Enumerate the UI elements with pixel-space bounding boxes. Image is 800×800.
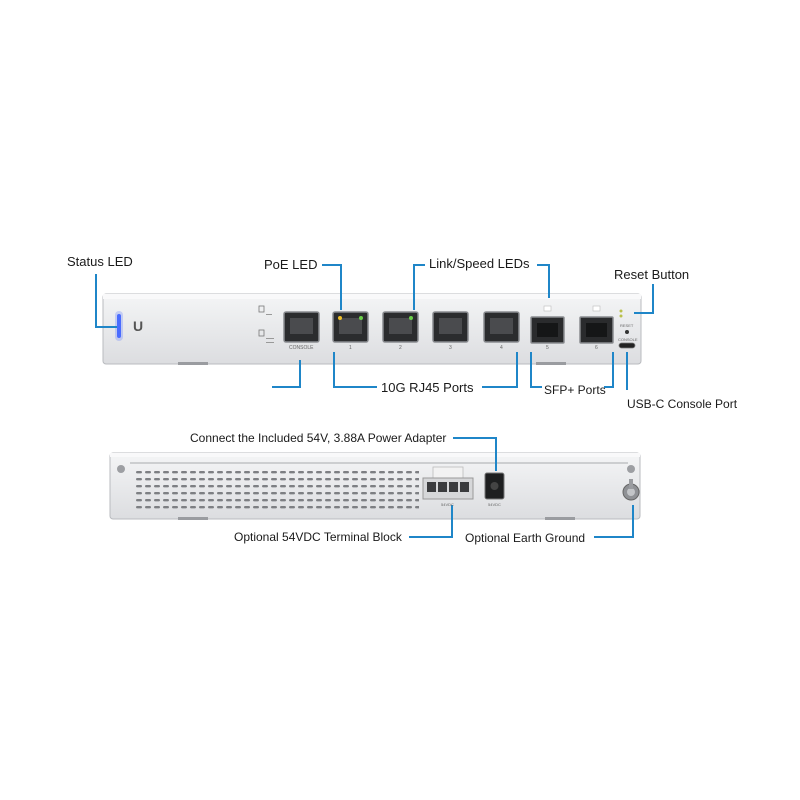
label-usbc-console: USB-C Console Port xyxy=(627,397,738,411)
sfp-port-6[interactable] xyxy=(579,305,614,344)
usbc-port[interactable] xyxy=(618,342,636,349)
terminal-block-text: 54VDC xyxy=(441,502,454,507)
leader-poe-led xyxy=(322,264,342,266)
label-power-adapter: Connect the Included 54V, 3.88A Power Ad… xyxy=(190,431,447,445)
leader-status-led xyxy=(95,274,97,328)
leader-sfp xyxy=(530,352,532,388)
rj45-port-console[interactable] xyxy=(283,311,320,343)
rj45-port-3[interactable] xyxy=(432,311,469,343)
rj45-port-4[interactable] xyxy=(483,311,520,343)
label-terminal-block: Optional 54VDC Terminal Block xyxy=(234,530,402,544)
logo: U xyxy=(133,318,144,334)
poe-led xyxy=(338,316,342,320)
port-label-4: 4 xyxy=(500,345,503,351)
port-label-2: 2 xyxy=(399,345,402,351)
terminal-block[interactable] xyxy=(422,466,474,500)
leader-rj45 xyxy=(333,352,335,388)
status-led xyxy=(117,314,121,338)
dc-jack-text: 54VDC xyxy=(488,502,501,507)
rear-panel xyxy=(109,452,641,520)
console-text: CONSOLE xyxy=(618,337,638,342)
sfp-port-5[interactable] xyxy=(530,305,565,344)
label-sfp-ports: SFP+ Ports xyxy=(544,383,606,397)
label-earth-ground: Optional Earth Ground xyxy=(465,531,586,545)
vent-grille xyxy=(136,470,419,509)
leader-reset xyxy=(652,284,654,314)
label-link-speed-leds: Link/Speed LEDs xyxy=(429,256,530,271)
leader-power xyxy=(453,437,497,439)
port-label-3: 3 xyxy=(449,345,452,351)
reset-text: RESET xyxy=(620,323,634,328)
reset-button[interactable] xyxy=(625,330,629,334)
port-label-6: 6 xyxy=(595,345,598,351)
front-panel xyxy=(102,293,642,365)
rj45-port-1[interactable] xyxy=(332,311,369,343)
port-label-5: 5 xyxy=(546,345,549,351)
link-speed-led xyxy=(409,316,413,320)
leader-terminal xyxy=(409,536,453,538)
dc-power-jack[interactable] xyxy=(484,472,505,500)
leader-console xyxy=(299,360,301,388)
leader-link-speed xyxy=(413,264,415,310)
label-reset-button: Reset Button xyxy=(614,267,690,282)
earth-ground-screw[interactable] xyxy=(622,479,640,501)
port-label-1: 1 xyxy=(349,345,352,351)
leader-usbc xyxy=(626,352,628,390)
label-status-led: Status LED xyxy=(67,254,133,269)
rj45-port-2[interactable] xyxy=(382,311,419,343)
leader-earth xyxy=(594,536,634,538)
port-label-console: CONSOLE xyxy=(289,345,314,351)
label-rj45-ports: 10G RJ45 Ports xyxy=(381,380,474,395)
label-poe-led: PoE LED xyxy=(264,257,318,272)
